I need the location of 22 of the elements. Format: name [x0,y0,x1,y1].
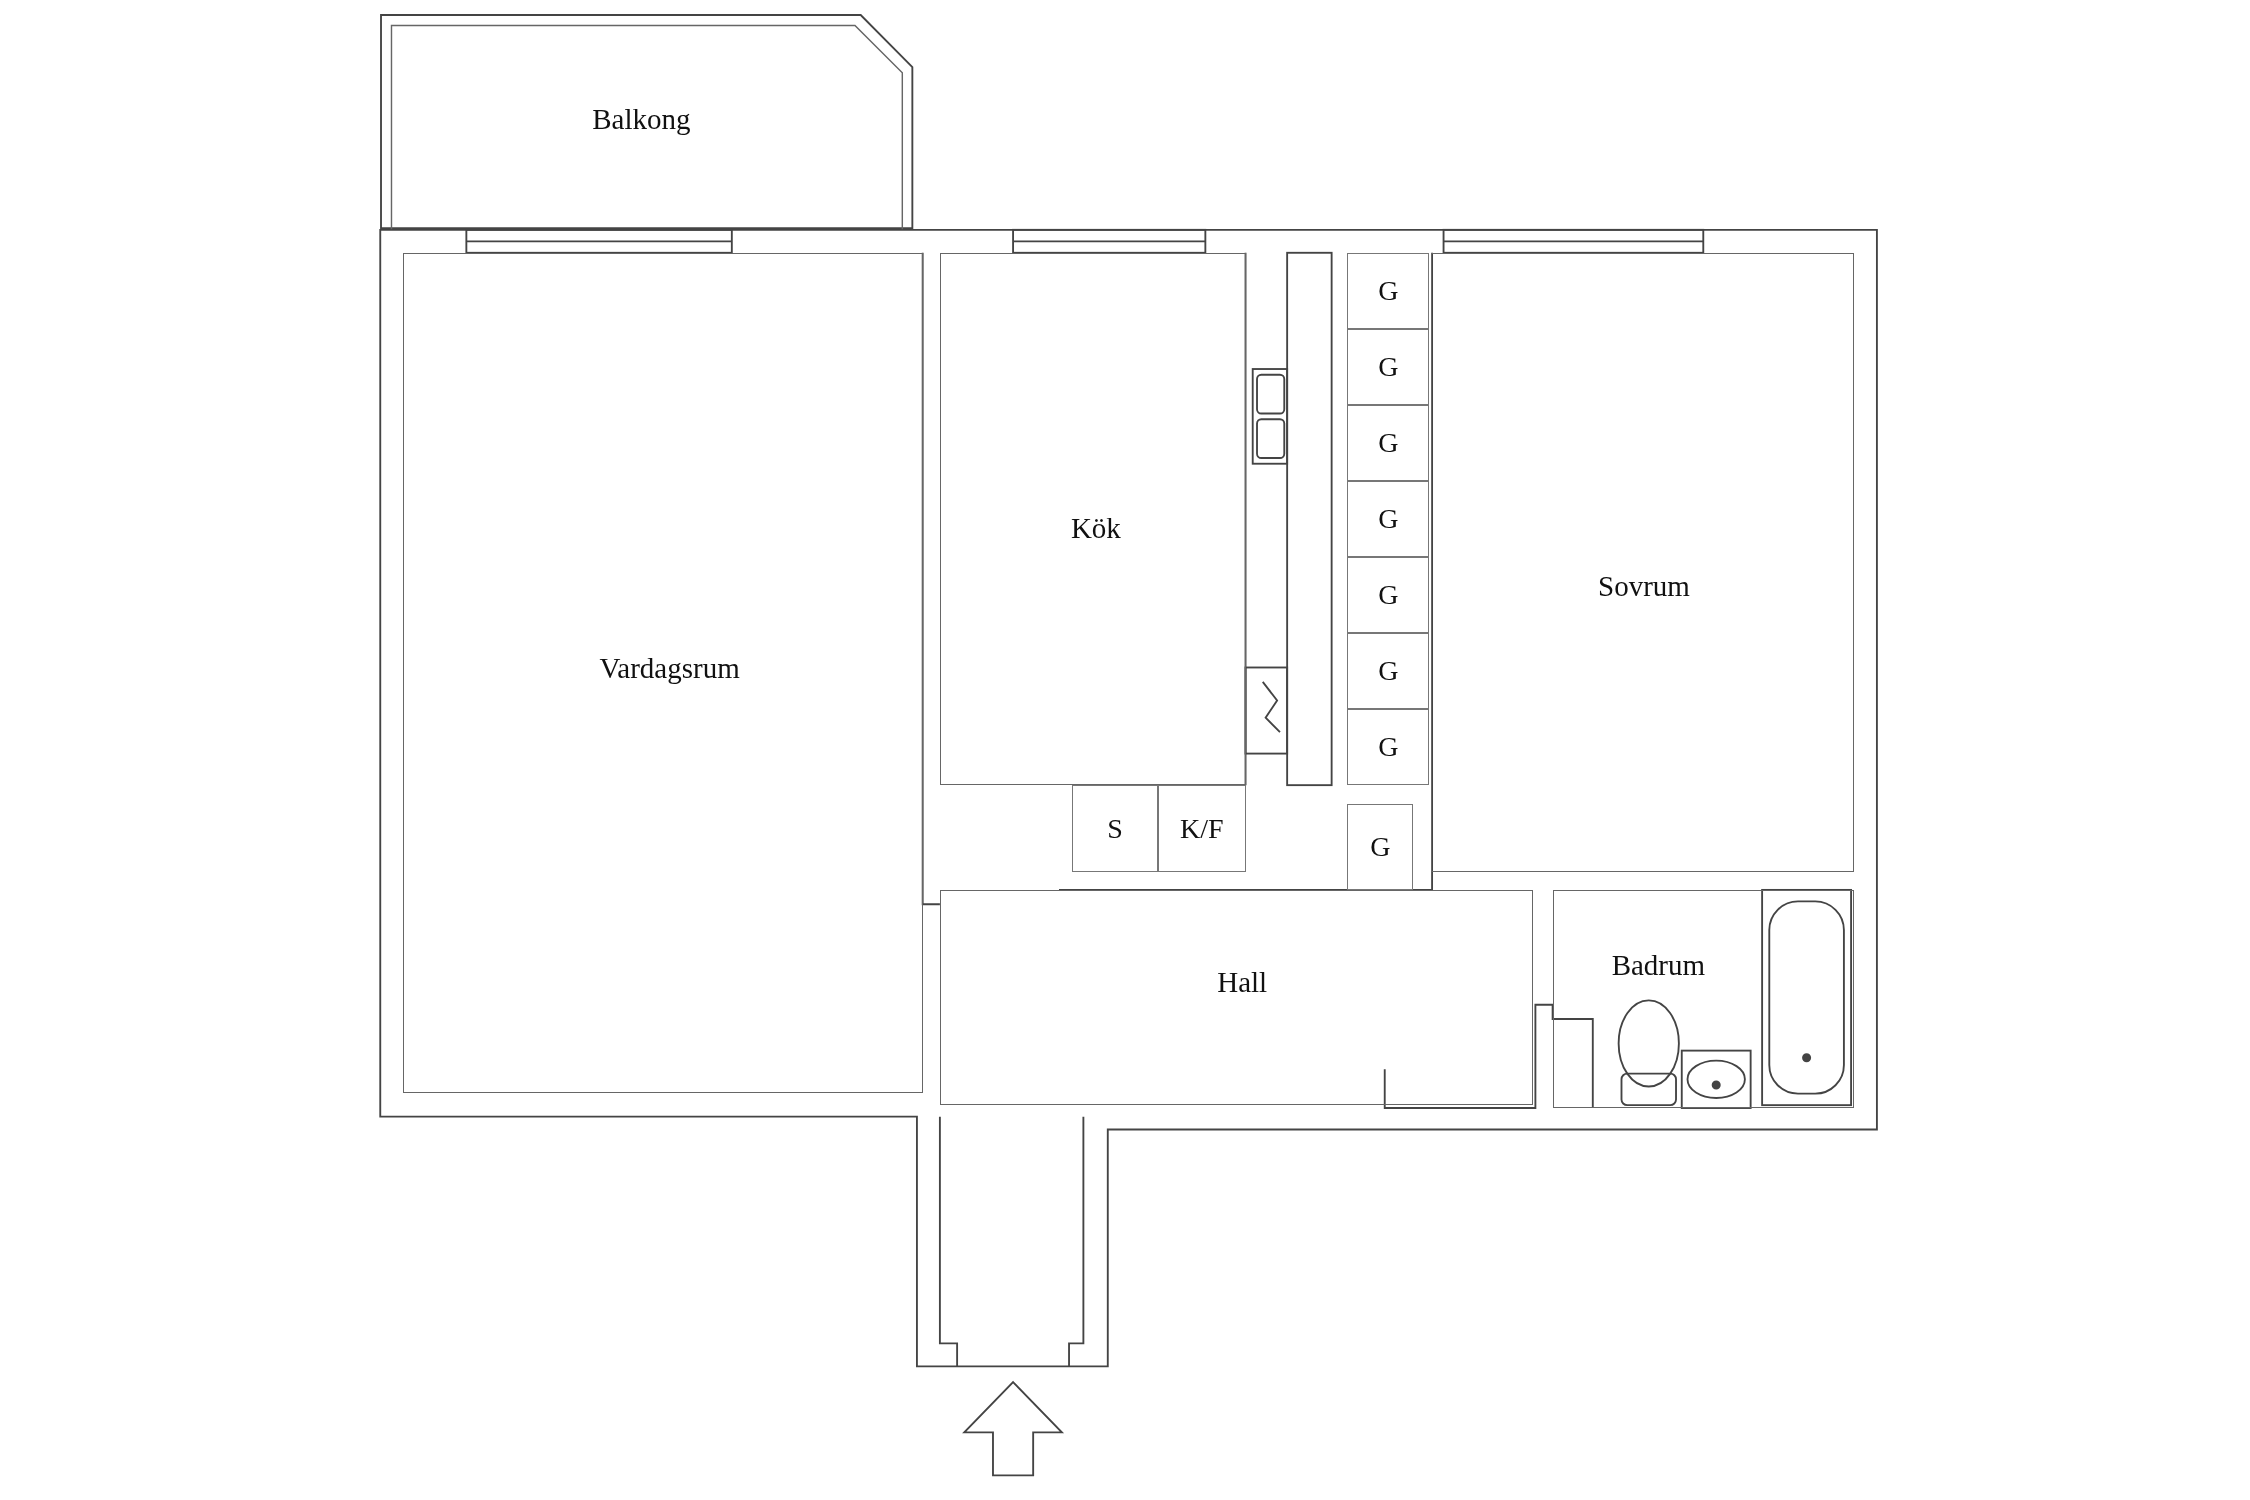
room-label: Vardagsrum [599,651,740,685]
room-label: Balkong [592,102,691,136]
wardrobe: G [1347,328,1430,405]
appliance-space: S [1071,784,1158,873]
wardrobe: G [1347,708,1430,785]
room [1430,252,1854,873]
room [1552,889,1854,1108]
room-label: Badrum [1611,948,1706,982]
wardrobe: G [1347,404,1430,481]
room [939,889,1533,1105]
wardrobe: G [1347,480,1430,557]
wardrobe: G [1347,556,1430,633]
room-label: Kök [1070,511,1121,545]
wardrobe: G [1347,252,1430,329]
balcony [380,14,915,230]
wardrobe: G [1347,803,1414,890]
room-label: Hall [1217,966,1268,999]
wardrobe: G [1347,632,1430,709]
appliance-space: K/F [1158,784,1246,873]
room [939,252,1246,785]
room-label: Sovrum [1598,569,1690,603]
room [403,252,923,1094]
